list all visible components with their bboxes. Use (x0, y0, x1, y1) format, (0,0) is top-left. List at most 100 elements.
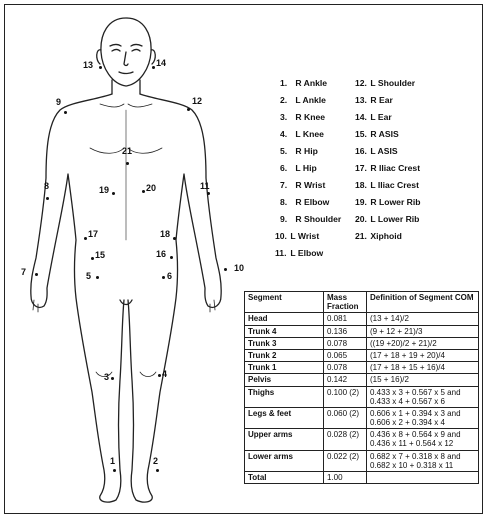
mass-fraction: 0.078 (324, 337, 367, 349)
mass-fraction: 0.142 (324, 374, 367, 386)
segment-com-definition: ((19 +20)/2 + 21)/2 (367, 337, 479, 349)
segment-name: Pelvis (245, 374, 324, 386)
legend-item: 5. R Hip (280, 147, 318, 156)
legend-item: 15. R ASIS (355, 130, 399, 139)
left-side-outline (128, 94, 221, 502)
marker-label: 9 (56, 98, 61, 107)
legend-item: 14. L Ear (355, 113, 392, 122)
landmark-dot (64, 111, 67, 114)
legend-item: 12. L Shoulder (355, 79, 415, 88)
marker-label: 8 (44, 182, 49, 191)
legend-item: 6. L Hip (280, 164, 317, 173)
segment-name: Trunk 2 (245, 349, 324, 361)
marker-label: 10 (234, 264, 244, 273)
segment-name: Trunk 3 (245, 337, 324, 349)
marker-label: 12 (192, 97, 202, 106)
marker-label: 13 (83, 61, 93, 70)
legend-item: 18. L Iliac Crest (355, 181, 419, 190)
legend-item: 11. L Elbow (275, 249, 323, 258)
landmark-dot (152, 66, 155, 69)
landmark-dot (91, 257, 94, 260)
segment-com-definition: 0.606 x 1 + 0.394 x 3 and 0.606 x 2 + 0.… (367, 407, 479, 428)
landmark-dot (112, 192, 115, 195)
landmark-dot (173, 237, 176, 240)
marker-label: 18 (160, 230, 170, 239)
segment-name: Trunk 1 (245, 362, 324, 374)
landmark-dot (84, 237, 87, 240)
segment-com-definition: (15 + 16)/2 (367, 374, 479, 386)
mass-fraction: 0.078 (324, 362, 367, 374)
marker-label: 2 (153, 457, 158, 466)
marker-label: 7 (21, 268, 26, 277)
landmark-dot (35, 273, 38, 276)
marker-label: 4 (162, 370, 167, 379)
segment-com-definition (367, 472, 479, 484)
marker-label: 1 (110, 457, 115, 466)
marker-label: 15 (95, 251, 105, 260)
legend-item: 13. R Ear (355, 96, 393, 105)
table-row: Lower arms0.022 (2)0.682 x 7 + 0.318 x 8… (245, 450, 479, 471)
mass-fraction: 0.136 (324, 325, 367, 337)
marker-label: 17 (88, 230, 98, 239)
mass-fraction: 0.028 (2) (324, 429, 367, 450)
legend-item: 19. R Lower Rib (355, 198, 421, 207)
legend-item: 7. R Wrist (280, 181, 325, 190)
mass-fraction: 0.022 (2) (324, 450, 367, 471)
segment-com-definition: 0.433 x 3 + 0.567 x 5 and 0.433 x 4 + 0.… (367, 386, 479, 407)
landmark-dot (111, 377, 114, 380)
landmark-dot (224, 268, 227, 271)
legend-item: 20. L Lower Rib (355, 215, 419, 224)
marker-label: 19 (99, 186, 109, 195)
legend-item: 10. L Wrist (275, 232, 319, 241)
mass-fraction: 0.060 (2) (324, 407, 367, 428)
legend-item: 8. R Elbow (280, 198, 329, 207)
landmark-dot (156, 469, 159, 472)
column-header: Definition of Segment COM (367, 292, 479, 313)
marker-label: 3 (104, 373, 109, 382)
column-header: Segment (245, 292, 324, 313)
landmark-dot (113, 469, 116, 472)
marker-label: 6 (167, 272, 172, 281)
legend-item: 21. Xiphoid (355, 232, 402, 241)
segment-table: Segment Mass Fraction Definition of Segm… (244, 291, 479, 484)
segment-name: Head (245, 313, 324, 325)
legend-item: 17. R Iliac Crest (355, 164, 420, 173)
marker-label: 14 (156, 59, 166, 68)
segment-name: Legs & feet (245, 407, 324, 428)
legend-item: 16. L ASIS (355, 147, 398, 156)
landmark-dot (126, 162, 129, 165)
segment-name: Trunk 4 (245, 325, 324, 337)
landmark-dot (207, 192, 210, 195)
landmark-dot (158, 374, 161, 377)
segment-name: Thighs (245, 386, 324, 407)
mass-fraction: 0.065 (324, 349, 367, 361)
legend-item: 2. L Ankle (280, 96, 326, 105)
landmark-dot (99, 66, 102, 69)
table-row: Upper arms0.028 (2)0.436 x 8 + 0.564 x 9… (245, 429, 479, 450)
landmark-dot (96, 276, 99, 279)
segment-com-definition: 0.436 x 8 + 0.564 x 9 and 0.436 x 11 + 0… (367, 429, 479, 450)
segment-com-definition: (13 + 14)/2 (367, 313, 479, 325)
legend-item: 9. R Shoulder (280, 215, 341, 224)
right-side-outline (31, 94, 124, 502)
segment-name: Upper arms (245, 429, 324, 450)
marker-label: 20 (146, 184, 156, 193)
landmark-dot (187, 108, 190, 111)
mass-fraction: 0.100 (2) (324, 386, 367, 407)
table-header-row: Segment Mass Fraction Definition of Segm… (245, 292, 479, 313)
legend-item: 4. L Knee (280, 130, 324, 139)
segment-name: Total (245, 472, 324, 484)
mass-fraction: 0.081 (324, 313, 367, 325)
landmark-dot (142, 190, 145, 193)
legend-item: 3. R Knee (280, 113, 325, 122)
marker-label: 21 (122, 147, 132, 156)
